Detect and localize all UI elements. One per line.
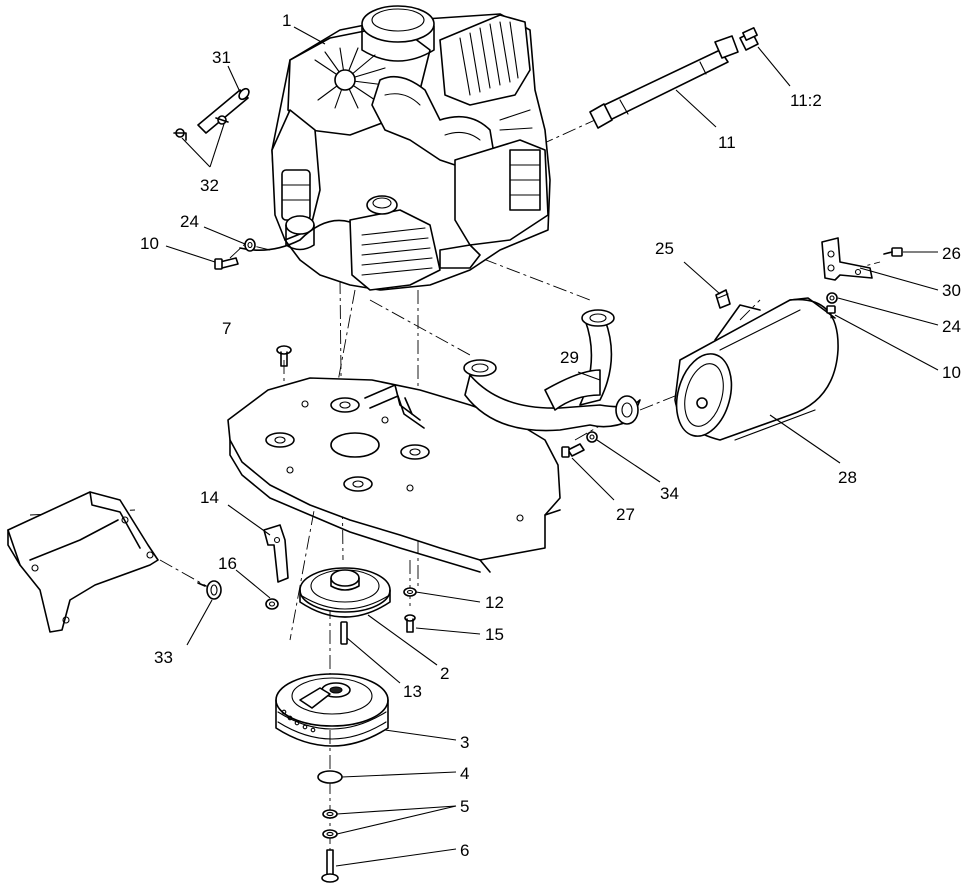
- washer-12: [403, 587, 417, 597]
- bolt-15: [404, 614, 416, 633]
- callout-25: 25: [655, 239, 674, 258]
- callout-12: 12: [485, 593, 504, 612]
- left-shield-bracket: [7, 491, 159, 633]
- key-13: [340, 621, 348, 645]
- engine-mount-plate: [227, 377, 561, 573]
- bracket-30: [821, 237, 873, 281]
- callout-6: 6: [460, 841, 469, 860]
- callout-24-left: 24: [180, 212, 199, 231]
- bolt-26: [883, 247, 903, 257]
- washer-34: [586, 431, 598, 443]
- exhaust-pipe-29: [463, 309, 641, 432]
- callout-13: 13: [403, 682, 422, 701]
- bracket-14: [263, 524, 289, 583]
- eye-bolt-33: [197, 580, 222, 600]
- pto-clutch-3: [275, 673, 389, 747]
- washer-4: [317, 770, 343, 784]
- callout-labels: 1 31 32 24 10 11:2 11 25 26 30 24 10 7 2…: [140, 11, 961, 860]
- bolt-7: [276, 345, 292, 367]
- pulley-2: [299, 567, 391, 618]
- callout-4: 4: [460, 764, 469, 783]
- callout-31: 31: [212, 48, 231, 67]
- callout-11: 11: [718, 133, 736, 152]
- callout-10-left: 10: [140, 234, 159, 253]
- bolt-10-right: [826, 305, 836, 319]
- engine-assembly: [239, 5, 551, 291]
- callout-14: 14: [200, 488, 219, 507]
- fitting-11-2: [739, 27, 759, 51]
- callout-7: 7: [222, 319, 231, 338]
- callout-10-right: 10: [942, 363, 961, 382]
- callout-11-2: 11:2: [790, 91, 822, 110]
- washer-24-right: [826, 292, 838, 304]
- bolt-10-left: [214, 257, 239, 270]
- clamp-25: [715, 289, 731, 309]
- callout-26: 26: [942, 244, 961, 263]
- callout-1: 1: [282, 11, 291, 30]
- grille-slats: [361, 227, 433, 276]
- fuel-line-11: [589, 35, 739, 129]
- callout-15: 15: [485, 625, 504, 644]
- washer-24-left: [244, 238, 256, 252]
- callout-24-right: 24: [942, 317, 961, 336]
- callout-34: 34: [660, 484, 679, 503]
- hose-clamps-32: [173, 115, 229, 141]
- callout-29: 29: [560, 348, 579, 367]
- cooling-fan: [314, 47, 386, 109]
- clutch-slots: [281, 709, 316, 733]
- callout-33: 33: [154, 648, 173, 667]
- callout-30: 30: [942, 281, 961, 300]
- breather-hose-31: [197, 87, 250, 134]
- callout-5: 5: [460, 797, 469, 816]
- callout-16: 16: [218, 554, 237, 573]
- callout-2: 2: [440, 664, 449, 683]
- muffler-28: [674, 297, 839, 441]
- bolt-6: [321, 849, 339, 883]
- callout-28: 28: [838, 468, 857, 487]
- bolt-27: [561, 443, 585, 458]
- callout-32: 32: [200, 176, 219, 195]
- leader-lines: [165, 26, 939, 867]
- bolt-16: [265, 598, 279, 610]
- callout-27: 27: [616, 505, 635, 524]
- callout-3: 3: [460, 733, 469, 752]
